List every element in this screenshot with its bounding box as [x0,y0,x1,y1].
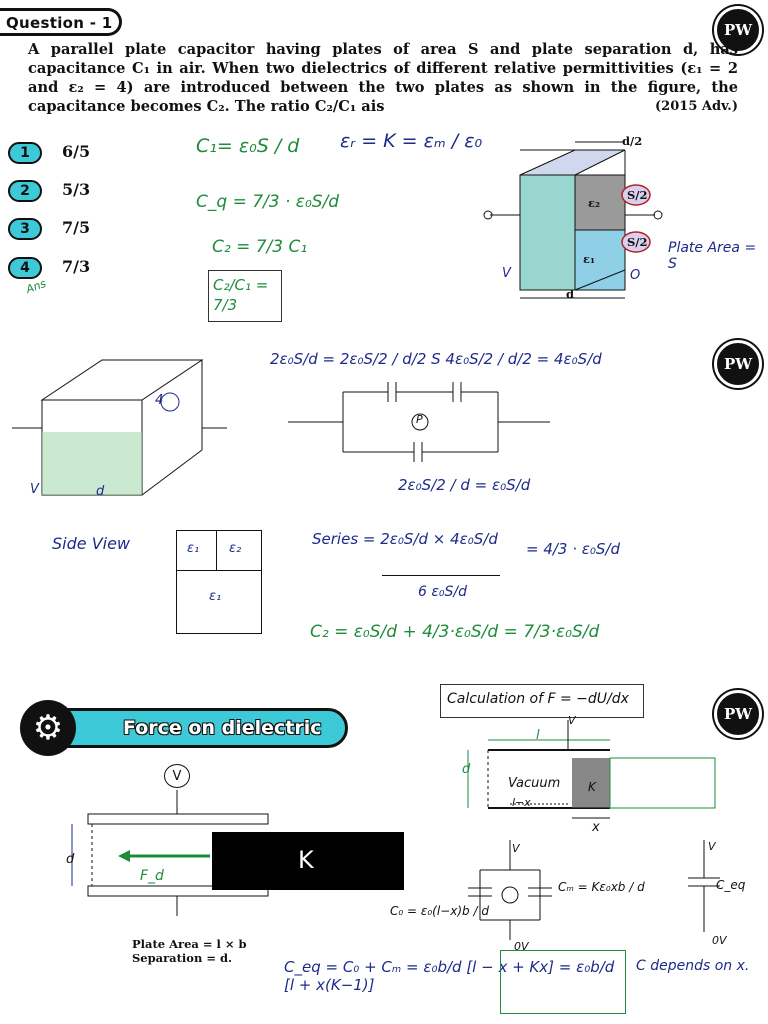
hw-plate-area: Plate Area = S [668,240,757,272]
ceq-label: C_eq [716,878,746,892]
co-label: C₀ = ε₀(l−x)b / d [390,904,489,918]
pc-v: V [512,842,520,855]
hw-c1: C₁= ε₀S / d [196,135,300,157]
circuit-p: P [416,413,423,426]
question-source: (2015 Adv.) [655,99,738,114]
vac-d: d [462,762,471,777]
hw-bottom-eq: 2ε₀S/2 / d = ε₀S/d [398,476,531,494]
sketch-d: d [96,484,105,499]
vac-l: l [536,728,540,743]
pw-logo-icon: PW [714,690,762,738]
hw-c2: C₂ = 7/3 C₁ [212,237,308,257]
hw-c2-final: C₂ = ε₀S/d + 4/3·ε₀S/d = 7/3·ε₀S/d [310,622,600,642]
vac-v: V [568,714,576,727]
vac-k: K [588,780,596,794]
answer-mark: Ans [24,276,48,297]
hw-ceq-final: C_eq = C₀ + Cₘ = ε₀b/d [l − x + Kx] = ε₀… [284,958,615,994]
gear-icon: ⚙ [20,700,76,756]
circuit-diagram [288,382,550,462]
force-banner: Force on dielectric ⚙ [20,700,350,756]
force-capacitor [71,790,269,916]
hw-side-view: Side View [52,534,131,553]
vac-x: x [592,820,600,835]
pw-logo-icon: PW [714,6,762,54]
sketch-v: V [30,482,39,497]
question-badge: Question - 1 [0,8,122,36]
pc-ov: 0V [514,940,529,953]
dielectric-k-block: K [212,832,404,890]
ceq-v: V [708,840,716,853]
calc-title-box: Calculation of F = −dU/dx [440,684,644,718]
fig-e1: ε₁ [583,252,596,266]
fig-v: V [502,266,511,281]
capacitor-figure [483,141,663,299]
sketch-four: 4 [155,393,164,408]
hw-top-eq: 2ε₀S/d = 2ε₀S/2 / d/2 S 4ε₀S/2 / d/2 = 4… [270,350,602,368]
fig-d2: d/2 [622,134,643,148]
parallel-circuit [468,840,552,940]
ceq-ov: 0V [712,934,727,947]
question-text: A parallel plate capacitor having plates… [28,41,738,115]
fig-s2a: S/2 [627,188,648,202]
force-d: d [66,852,75,867]
ceq-result-box [500,950,626,1014]
force-v-terminal: V [164,764,190,788]
sv-e2: ε₂ [229,541,242,556]
hw-series-res: = 4/3 · ε₀S/d [526,540,620,558]
vac-lx: l−x [512,796,531,809]
pw-logo-icon: PW [714,340,762,388]
fig-e2: ε₂ [588,196,601,210]
sketch-cube [12,359,227,496]
vac-label: Vacuum [508,776,561,791]
series-divider [382,575,500,576]
hw-er: εᵣ = K = εₘ / ε₀ [340,130,483,152]
fig-d: d [566,287,575,301]
hw-series-top: Series = 2ε₀S/d × 4ε₀S/d [312,530,498,548]
sv-e1: ε₁ [187,541,200,556]
side-view-box: ε₁ ε₂ ε₁ [176,530,262,634]
force-separation: Separation = d. [132,951,233,965]
fig-s2b: S/2 [627,235,648,249]
fig-o: O [630,268,641,283]
ceq-capacitor [688,840,720,932]
cm-label: Cₘ = Kε₀xb / d [558,880,645,894]
hw-ratio-box: C₂/C₁ = 7/3 [208,270,282,322]
sv-e1b: ε₁ [209,589,222,604]
force-fd: F_d [140,868,164,884]
hw-series-den: 6 ε₀S/d [418,584,468,600]
hw-depends: C depends on x. [636,958,750,974]
force-plate-area: Plate Area = l × b [132,937,247,951]
hw-cq: C_q = 7/3 · ε₀S/d [196,192,340,212]
vacuum-diagram [467,720,716,819]
